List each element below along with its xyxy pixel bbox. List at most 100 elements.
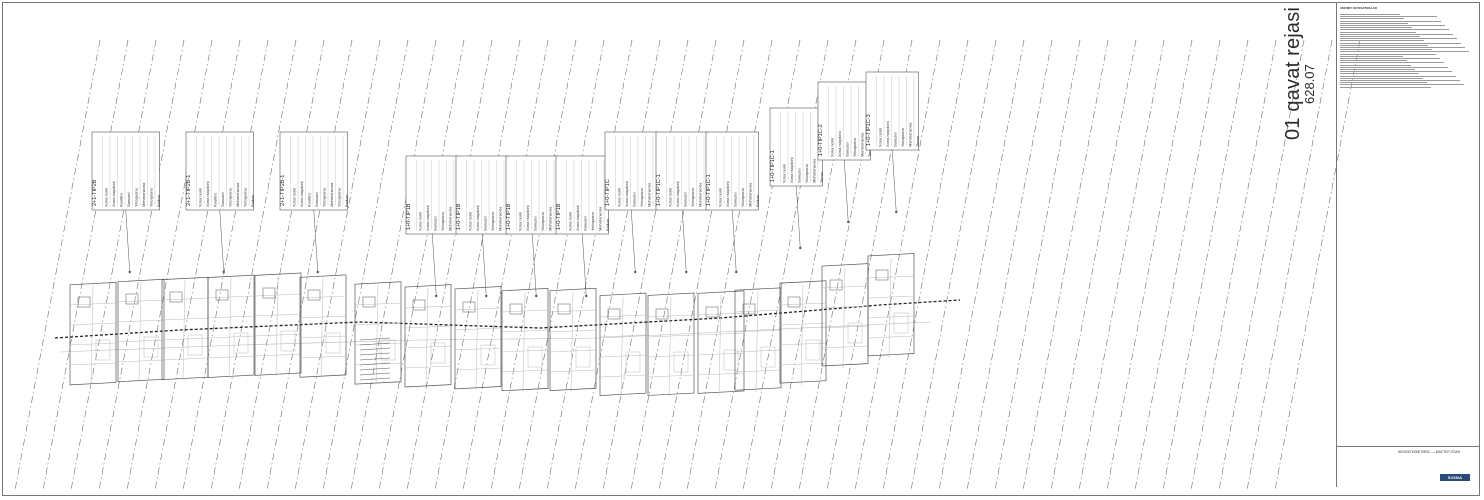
room-partition [867, 315, 915, 319]
unit-table-row-label: Yotoqxona [337, 187, 342, 207]
unit-table-row-label: Xona maydoni [111, 181, 116, 207]
room-partition [299, 335, 347, 339]
sanitary-block [412, 299, 426, 311]
room-partition [549, 329, 597, 333]
building-unit-outline [734, 287, 782, 391]
leader-line [582, 233, 587, 297]
axis-line [742, 39, 829, 491]
room-partition [275, 275, 279, 377]
room-partition [501, 309, 549, 313]
notes-text-line [1340, 60, 1407, 62]
room-partition [254, 293, 302, 297]
balcony-outline [575, 346, 591, 368]
unit-table-frame [655, 131, 709, 211]
boundary-line [54, 299, 961, 339]
stair-tread [359, 357, 391, 361]
unit-table-row-label: Sanuzel [632, 192, 637, 207]
room-partition [779, 362, 827, 366]
sanitary-block [705, 306, 719, 318]
project-name: ЖИЛОЙ КОМПЛЕКС — МАСТЕР-ПЛАН [1398, 450, 1461, 454]
unit-table-code: 1+0-TIP1C-3 [866, 114, 872, 146]
axis-line [42, 39, 129, 491]
building-unit-outline [207, 274, 255, 378]
room-partition [867, 335, 915, 339]
room-partition [697, 312, 745, 316]
balcony-outline [187, 334, 203, 356]
axis-line [490, 39, 577, 491]
unit-table-row-label: Sanuzel [483, 216, 488, 231]
unit-table-row-label: Mehmonxona [698, 182, 703, 207]
room-partition [69, 302, 117, 306]
title-block [1336, 446, 1480, 486]
room-partition [867, 295, 915, 299]
unit-table-code: 1+0-TIP1B [406, 203, 412, 230]
notes-text-line [1340, 42, 1461, 44]
room-partition [501, 349, 549, 353]
room-partition [161, 297, 209, 301]
notes-text-line [1340, 49, 1432, 51]
unit-table-row-label: Terras [915, 136, 920, 147]
unit-table-row-label: Sanuzel [433, 216, 438, 231]
balcony-outline [143, 336, 159, 358]
axis-line [938, 39, 1025, 491]
building-unit-outline [299, 274, 347, 378]
unit-table-row-label: Kvartira [213, 192, 218, 207]
unit-table-row-label: Xona maydoni [525, 205, 530, 231]
balcony-outline [380, 339, 396, 361]
unit-table-row-label: Xona nomi [782, 164, 787, 183]
unit-table-row-label: Balkon [605, 219, 610, 231]
room-partition [404, 325, 452, 329]
room-partition [454, 327, 502, 331]
room-partition [549, 309, 597, 313]
room-partition [207, 335, 255, 339]
unit-table-row-label: Yotoqxona [149, 187, 154, 207]
unit-table-row-label: Sanuzel [797, 168, 802, 183]
room-partition [599, 314, 647, 318]
unit-table-row-label: Xona nomi [468, 212, 473, 231]
room-partition [599, 334, 647, 338]
room-partition [522, 291, 526, 393]
balcony-outline [760, 346, 776, 368]
unit-table-row-label: Yotoqxona [804, 163, 809, 183]
axis-line [574, 39, 661, 491]
notes-text-line [1340, 20, 1441, 22]
room-partition [207, 315, 255, 319]
balcony-outline [847, 322, 863, 344]
unit-table-row-label: Yotoqxona [243, 187, 248, 207]
axis-line [1218, 39, 1305, 491]
room-partition [354, 302, 402, 306]
axis-line [1078, 39, 1165, 491]
axis-line [406, 39, 493, 491]
axis-line [14, 39, 101, 491]
notes-text-line [1340, 80, 1460, 81]
notes-text-line [1340, 62, 1444, 64]
building-unit-outline [697, 290, 745, 394]
sanitary-block [829, 279, 843, 291]
axis-line [1274, 39, 1361, 491]
notes-text-line [1340, 27, 1412, 29]
unit-table-row-label: Xona maydoni [299, 181, 304, 207]
room-partition [69, 362, 117, 366]
axis-line [602, 39, 689, 491]
room-partition [647, 374, 695, 378]
room-partition [117, 339, 165, 343]
building-unit-outline [354, 281, 402, 385]
sanitary-block [607, 308, 621, 320]
unit-table-row-label: Yotoqxona [490, 211, 495, 231]
axis-line [98, 39, 185, 491]
axis-line [966, 39, 1053, 491]
notes-text-line [1340, 25, 1445, 26]
unit-table-row-label: Xona maydoni [837, 131, 842, 157]
floor-level: 628.07 [1302, 64, 1317, 104]
balcony-outline [280, 330, 296, 352]
room-partition [888, 257, 892, 359]
notes-text-line [1340, 64, 1411, 66]
leader-point [847, 220, 850, 224]
axis-line [1246, 39, 1333, 491]
unit-table-row-label: Xona maydoni [624, 181, 629, 207]
sanitary-block [362, 296, 376, 308]
notes-text-line [1340, 29, 1449, 31]
